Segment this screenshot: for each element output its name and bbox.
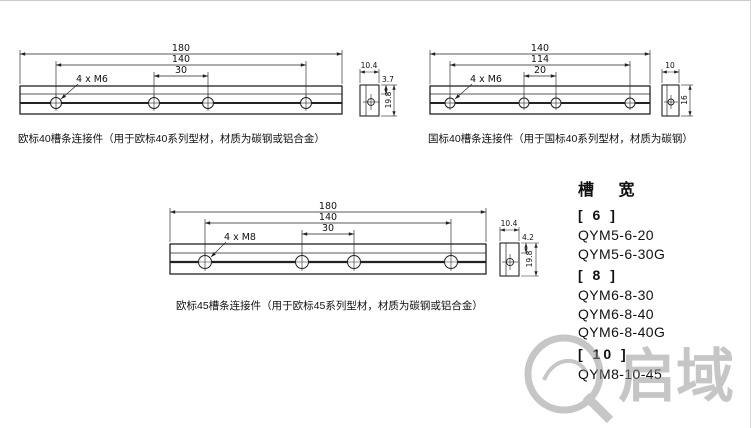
dim-hole-pitch: 20: [534, 65, 546, 76]
side-height-dim: 16: [680, 95, 689, 105]
side-view: [661, 69, 693, 117]
dim-hole-span: 114: [531, 54, 549, 65]
dimension-lines: [19, 50, 343, 100]
model-number: QYM6-8-40: [578, 305, 654, 322]
thread-spec-label: 4 x M6: [470, 74, 502, 85]
slot-width-group-10: [ 10 ] QYM8-10-45: [578, 346, 751, 384]
side-height-dim: 19.8: [384, 91, 393, 108]
caption-eu45: 欧标45槽条连接件（用于欧标45系列型材，材质为碳钢或铝合金）: [176, 300, 483, 312]
thread-spec-label: 4 x M8: [224, 232, 256, 243]
side-width-dim: 10.4: [501, 219, 518, 228]
caption-gb40: 国标40槽条连接件（用于国标40系列型材，材质为碳钢）: [428, 133, 693, 145]
model-catalog: 槽 宽 [ 6 ] QYM5-6-20 QYM5-6-30G [ 8 ] QYM…: [578, 176, 751, 383]
mounting-holes: [443, 96, 637, 110]
side-view: [359, 69, 397, 117]
dim-total-length: 180: [319, 201, 337, 212]
drawing-gb40-connector: 140 114 20 4 x M6 10 16: [429, 43, 693, 117]
side-width-dim: 10: [665, 61, 675, 70]
side-step-dim: 3.7: [382, 75, 394, 84]
slot-width-group-8: [ 8 ] QYM6-8-30 QYM6-8-40 QYM6-8-40G: [578, 267, 751, 342]
dim-hole-span: 140: [319, 212, 337, 223]
dim-hole-pitch: 30: [322, 223, 334, 234]
mounting-holes: [196, 253, 460, 271]
catalog-header-slot-width: 槽 宽: [578, 182, 645, 199]
model-number: QYM6-8-40G: [578, 324, 666, 340]
slot-width-group-6: [ 6 ] QYM5-6-20 QYM5-6-30G: [578, 207, 751, 263]
slot-width-label: [ 10 ]: [578, 345, 629, 362]
side-step-dim: 4.2: [522, 233, 534, 242]
slot-width-label: [ 6 ]: [578, 207, 618, 223]
model-number: QYM6-8-30: [578, 287, 654, 303]
dim-hole-span: 140: [172, 54, 190, 65]
drawing-eu45-connector: 180 140 30 4 x M8 10.4 4.2 19.8: [169, 201, 539, 277]
thread-spec-label: 4 x M6: [76, 74, 108, 85]
dim-hole-pitch: 30: [175, 65, 187, 76]
model-number: QYM5-6-30G: [578, 245, 666, 262]
caption-eu40: 欧标40槽条连接件（用于欧标40系列型材，材质为碳钢或铝合金）: [18, 133, 325, 145]
slot-width-label: [ 8 ]: [578, 267, 618, 283]
sheet-border-top: [0, 0, 751, 1]
drawing-eu40-connector: 180 140 30 4 x M6 10.4 3.7 19.8: [19, 43, 397, 117]
side-view: [499, 227, 539, 277]
side-width-dim: 10.4: [361, 61, 378, 70]
bar-front-view: [169, 243, 487, 275]
model-number: QYM5-6-20: [578, 227, 654, 243]
bar-front-view: [429, 85, 651, 115]
dim-total-length: 140: [531, 43, 549, 54]
side-height-dim: 19.8: [525, 250, 534, 267]
dim-total-length: 180: [172, 43, 190, 54]
bar-front-view: [19, 85, 343, 115]
dimension-lines: [429, 50, 651, 100]
dimension-lines: [169, 208, 487, 258]
mounting-holes: [48, 95, 314, 111]
model-number: QYM8-10-45: [578, 365, 663, 382]
